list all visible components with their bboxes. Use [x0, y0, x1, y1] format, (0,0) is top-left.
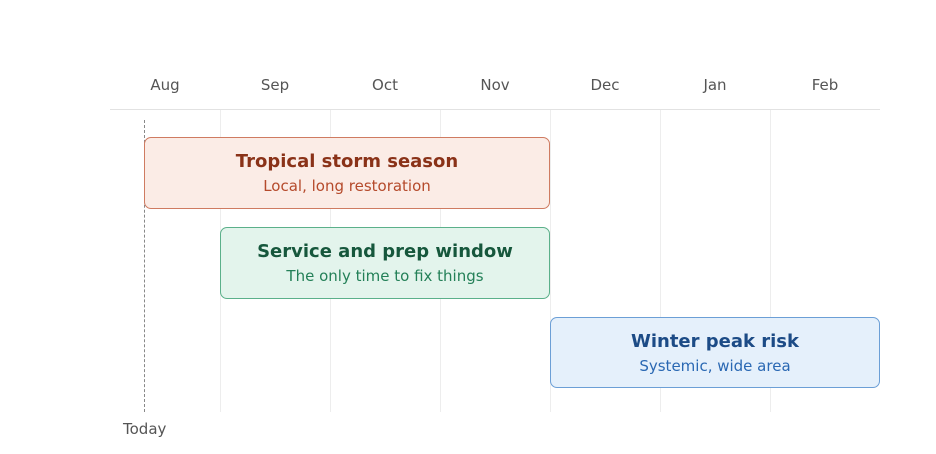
- header-divider: [110, 109, 880, 110]
- month-label-jan: Jan: [703, 76, 727, 94]
- service-window-subtitle: The only time to fix things: [286, 267, 484, 285]
- storm-season-title: Tropical storm season: [235, 151, 459, 172]
- grid-line: [770, 110, 771, 412]
- service-window-bar: Service and prep window The only time to…: [220, 227, 550, 299]
- grid-line: [550, 110, 551, 412]
- winter-risk-title: Winter peak risk: [630, 330, 799, 352]
- month-label-oct: Oct: [372, 76, 398, 94]
- winter-risk-bar: Winter peak risk Systemic, wide area: [550, 317, 880, 388]
- month-label-nov: Nov: [480, 76, 510, 94]
- month-label-sep: Sep: [260, 76, 290, 94]
- month-label-aug: Aug: [150, 76, 180, 94]
- grid-line: [660, 110, 661, 412]
- storm-season-subtitle: Local, long restoration: [263, 177, 431, 195]
- today-marker-line: [144, 120, 145, 412]
- month-label-dec: Dec: [590, 76, 620, 94]
- service-window-title: Service and prep window: [257, 241, 513, 262]
- month-label-feb: Feb: [811, 76, 839, 94]
- winter-risk-subtitle: Systemic, wide area: [639, 356, 791, 375]
- today-label: Today: [123, 420, 167, 438]
- storm-season-bar: Tropical storm season Local, long restor…: [144, 137, 550, 209]
